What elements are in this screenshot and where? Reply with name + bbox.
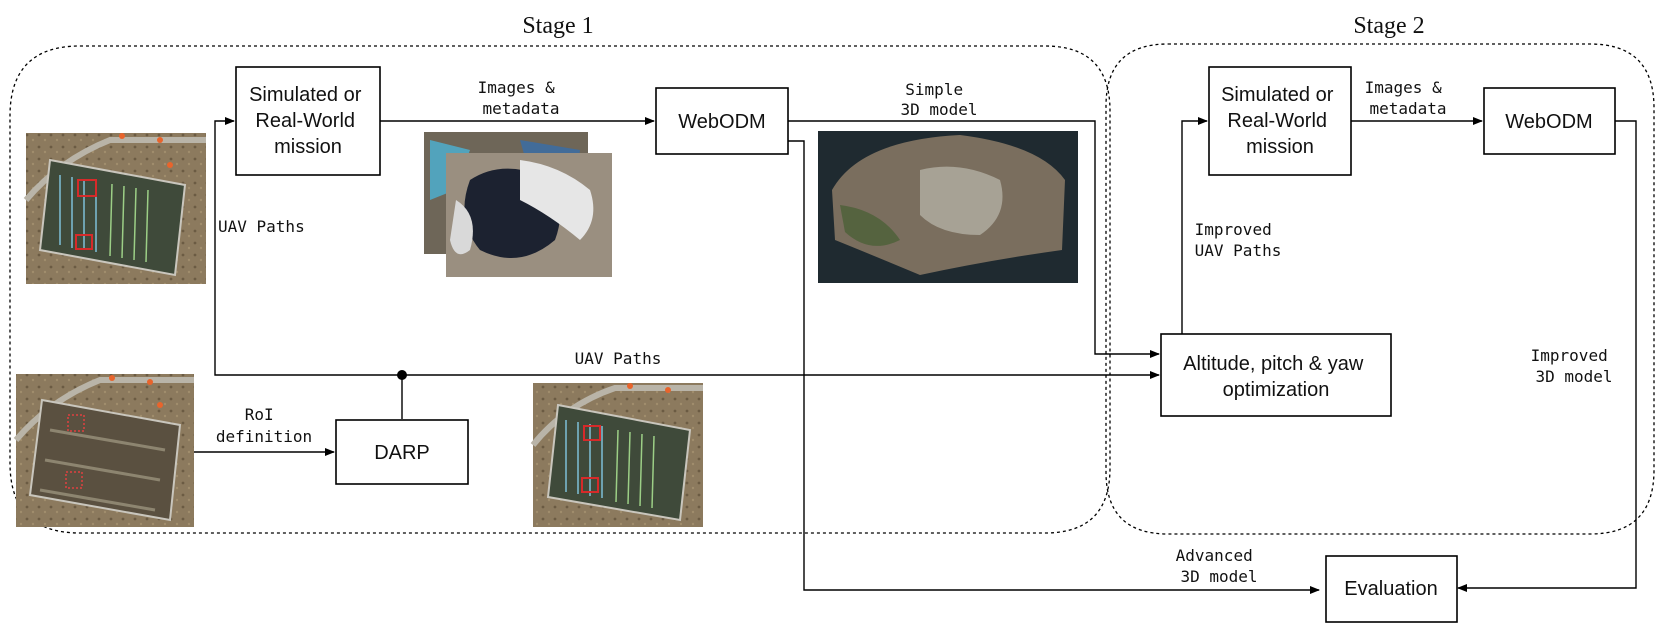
aerial-map-with-darp-paths: [530, 383, 703, 527]
simple-model-label: Simple 3D model: [900, 80, 977, 119]
uav-paths-left-label: UAV Paths: [218, 217, 305, 236]
junction-dot: [397, 370, 407, 380]
edge-paths-to-mission1: [214, 117, 402, 376]
uav-paths-mid-label: UAV Paths: [575, 349, 662, 368]
stage-2-region: [1105, 43, 1655, 535]
aerial-map-with-roi: [13, 374, 194, 527]
edge-webodm1-to-evaluation: [788, 140, 1320, 594]
images-metadata-1-label: Images & metadata: [478, 78, 565, 118]
stage-1-region: [9, 45, 1111, 534]
roi-definition-label: RoI definition: [216, 405, 312, 446]
optimization-node: [1160, 333, 1392, 417]
mission-1-node: [235, 66, 381, 176]
images-metadata-2-label: Images & metadata: [1365, 78, 1452, 118]
edge-webodm1-to-optimization: [788, 120, 1160, 358]
webodm-1-node: [655, 87, 789, 155]
edge-optimization-to-mission2: [1181, 117, 1208, 334]
improved-model-label: Improved 3D model: [1531, 346, 1618, 386]
webodm-2-node: [1483, 87, 1616, 155]
edge-webodm2-to-evaluation: [1457, 120, 1637, 592]
mission-2-label: Simulated or Real-World mission: [1221, 84, 1339, 158]
simple-3d-model-render: [818, 131, 1078, 283]
optimization-label: Altitude, pitch & yaw optimization: [1183, 353, 1369, 401]
webodm-2-label: WebODM: [1505, 111, 1592, 133]
mission-2-node: [1208, 66, 1352, 176]
webodm-1-label: WebODM: [678, 111, 765, 133]
aerial-map-with-uav-paths: [23, 133, 206, 284]
darp-label: DARP: [374, 442, 430, 464]
stage-2-title: Stage 2: [1353, 13, 1424, 39]
evaluation-node: [1325, 555, 1458, 623]
uav-image-stack: [424, 132, 612, 277]
darp-node: [335, 419, 469, 485]
mission-1-label: Simulated or Real-World mission: [249, 84, 367, 158]
stage-1-title: Stage 1: [522, 13, 593, 39]
evaluation-label: Evaluation: [1344, 578, 1437, 600]
advanced-model-label: Advanced 3D model: [1176, 546, 1263, 586]
improved-paths-label: Improved UAV Paths: [1195, 220, 1282, 260]
